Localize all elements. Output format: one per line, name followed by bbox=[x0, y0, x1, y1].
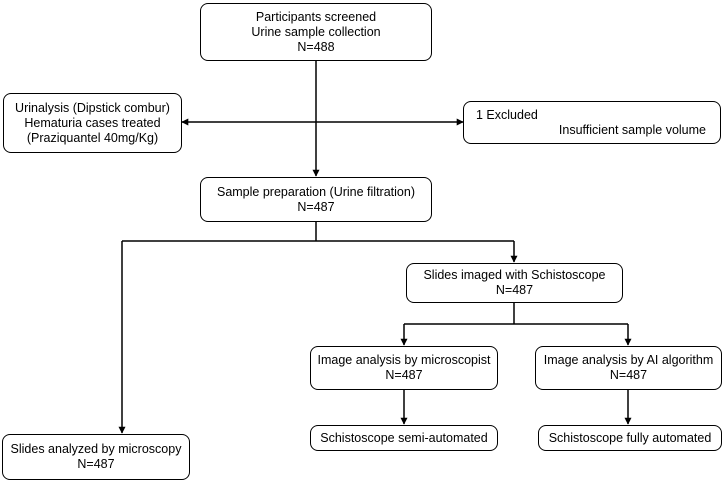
urinalysis-line-3: (Praziquantel 40mg/Kg) bbox=[26, 130, 159, 145]
microscopist-line-2: N=487 bbox=[385, 368, 423, 382]
sample-prep-line-1: Sample preparation (Urine filtration) bbox=[216, 184, 415, 199]
flow-connectors bbox=[118, 61, 632, 434]
fully-automated-label: Schistoscope fully automated bbox=[548, 430, 712, 445]
microscopy-line-2: N=487 bbox=[77, 457, 115, 471]
urinalysis-line-1: Urinalysis (Dipstick combur) bbox=[15, 100, 170, 115]
fully-automated-box: Schistoscope fully automated bbox=[538, 425, 722, 451]
ai-algorithm-line-2: N=487 bbox=[609, 368, 648, 382]
urinalysis-line-2: Hematuria cases treated bbox=[24, 115, 161, 130]
microscopist-line-1: Image analysis by microscopist bbox=[317, 353, 491, 367]
microscopist-analysis-box: Image analysis by microscopist N=487 bbox=[310, 346, 498, 390]
sample-prep-line-2: N=487 bbox=[297, 199, 335, 214]
slides-imaged-line-1: Slides imaged with Schistoscope bbox=[423, 268, 606, 282]
participants-line-1: Participants screened bbox=[255, 9, 377, 24]
excluded-line-2: Insufficient sample volume bbox=[558, 122, 706, 137]
slides-imaged-line-2: N=487 bbox=[495, 283, 534, 297]
participants-line-3: N=488 bbox=[297, 39, 335, 54]
ai-algorithm-analysis-box: Image analysis by AI algorithm N=487 bbox=[535, 346, 722, 390]
semi-automated-label: Schistoscope semi-automated bbox=[320, 430, 488, 445]
semi-automated-box: Schistoscope semi-automated bbox=[310, 425, 498, 451]
participants-line-2: Urine sample collection bbox=[251, 24, 381, 39]
slides-imaged-box: Slides imaged with Schistoscope N=487 bbox=[406, 263, 623, 303]
sample-preparation-box: Sample preparation (Urine filtration) N=… bbox=[200, 177, 432, 222]
ai-algorithm-line-1: Image analysis by AI algorithm bbox=[543, 353, 714, 367]
microscopy-line-1: Slides analyzed by microscopy bbox=[10, 442, 182, 456]
excluded-line-1: 1 Excluded bbox=[476, 107, 538, 122]
participants-screened-box: Participants screened Urine sample colle… bbox=[200, 3, 432, 61]
microscopy-analysis-box: Slides analyzed by microscopy N=487 bbox=[2, 434, 190, 480]
excluded-box: 1 Excluded Insufficient sample volume bbox=[463, 101, 721, 144]
urinalysis-box: Urinalysis (Dipstick combur) Hematuria c… bbox=[3, 93, 182, 153]
